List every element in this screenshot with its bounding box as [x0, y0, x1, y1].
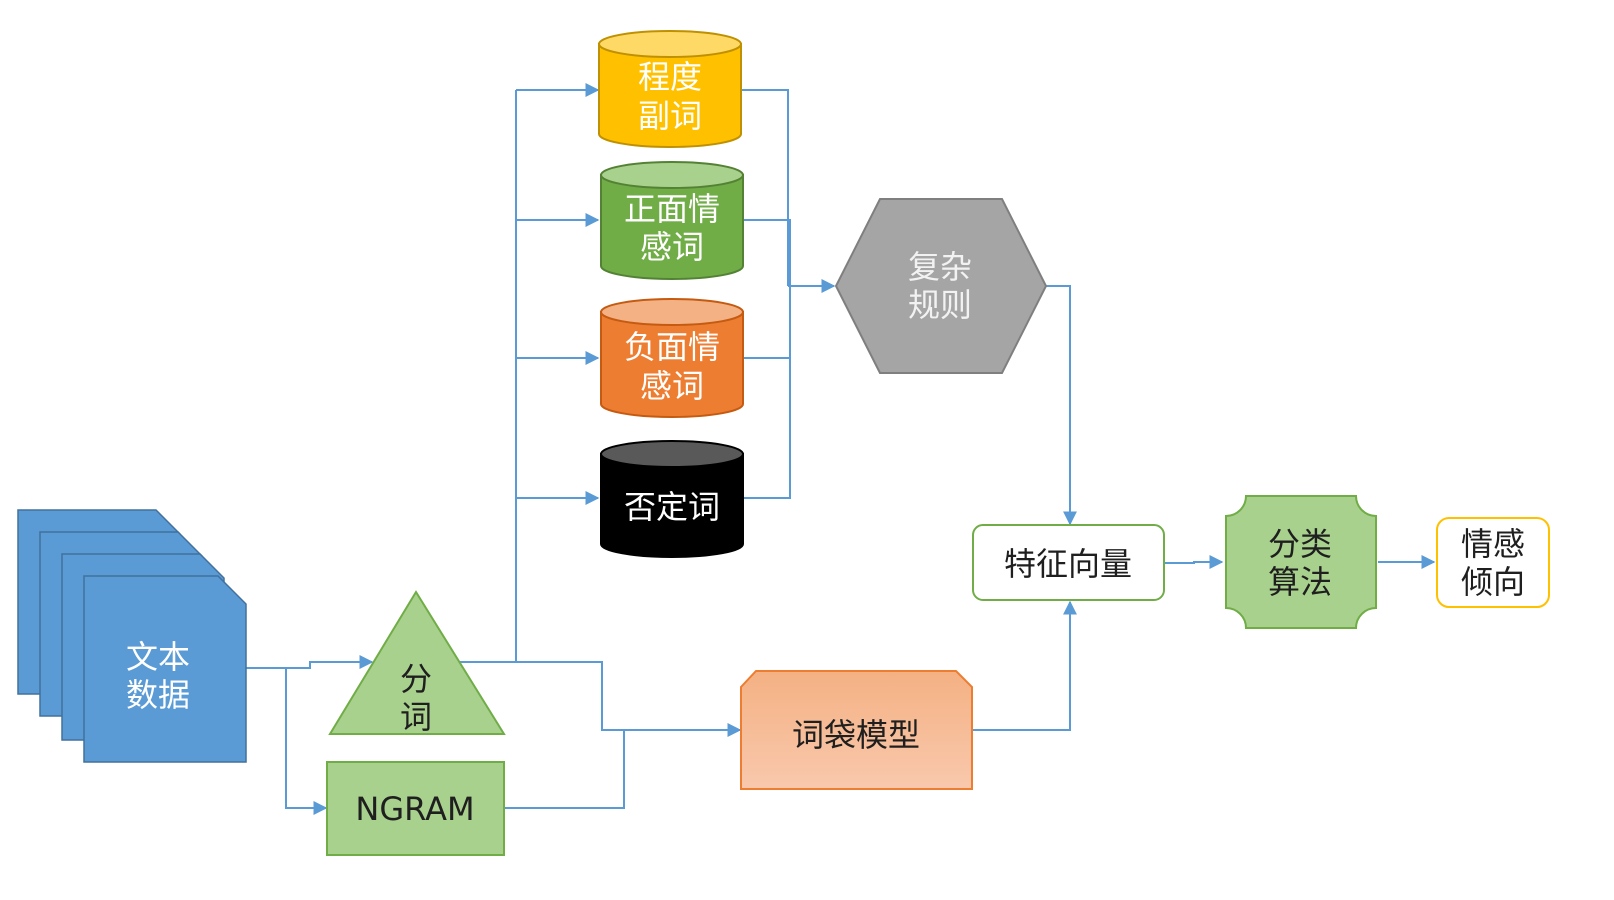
doc-page-4: [83, 575, 247, 763]
ngram-label: NGRAM: [355, 790, 474, 828]
connector-segment-to-bow: [516, 661, 742, 737]
connector-degree-adv-out: [742, 89, 789, 286]
connector-negative-out: [744, 286, 791, 359]
degree-adverb-cylinder-body: [598, 43, 742, 148]
ngram-node: NGRAM: [326, 761, 505, 856]
negative-words-node: 负面情 感词: [600, 298, 744, 418]
connector-positive-out: [744, 219, 791, 286]
connector-bow-to-feature: [972, 600, 1077, 731]
negation-label: 否定词: [624, 488, 720, 526]
feature-vector-node: 特征向量: [972, 524, 1165, 601]
classifier-node: 分类 算法: [1225, 495, 1377, 629]
complex-rules-label-1: 复杂: [908, 248, 972, 286]
text-data-label-1: 文本: [126, 638, 190, 676]
degree-adverb-label-2: 副词: [638, 97, 702, 135]
bag-of-words-node: 词袋模型: [740, 670, 973, 790]
positive-cylinder-top: [600, 161, 744, 189]
positive-cylinder-body: [600, 174, 744, 280]
feature-vector-box: [972, 524, 1165, 601]
sentiment-node: 情感 倾向: [1436, 517, 1550, 608]
segment-triangle: [328, 590, 506, 735]
bag-of-words-label: 词袋模型: [792, 716, 920, 754]
positive-label-2: 感词: [640, 228, 704, 266]
feature-vector-label: 特征向量: [1004, 545, 1132, 583]
classifier-label-1: 分类: [1268, 525, 1332, 563]
bag-of-words-box: [740, 670, 973, 790]
negative-label-2: 感词: [640, 367, 704, 405]
complex-rules-label-2: 规则: [908, 286, 972, 324]
degree-adverb-label-1: 程度: [638, 58, 702, 96]
ngram-box: [326, 761, 505, 856]
segment-label-1: 分: [400, 660, 432, 698]
complex-rules-node: 复杂 规则: [834, 198, 1048, 374]
negation-words-node: 否定词: [600, 440, 744, 558]
segment-node: 分 词: [328, 590, 506, 736]
text-data-label-2: 数据: [126, 676, 190, 714]
connector-ngram-to-bow: [504, 730, 625, 809]
sentiment-label-1: 情感: [1461, 525, 1525, 563]
complex-rules-hexagon: [834, 198, 1048, 374]
degree-adverb-cylinder-top: [598, 30, 742, 58]
segment-label-2: 词: [400, 698, 432, 736]
negative-cylinder-body: [600, 311, 744, 418]
classifier-label-2: 算法: [1268, 563, 1332, 601]
negative-cylinder-top: [600, 298, 744, 326]
sentiment-box: [1436, 517, 1550, 608]
connector-text-to-ngram: [285, 668, 328, 815]
sentiment-label-2: 倾向: [1461, 563, 1525, 601]
negation-cylinder-top: [600, 440, 744, 468]
classifier-plaque: [1225, 495, 1377, 629]
connector-negation-out: [744, 286, 791, 499]
connector-complex-to-feature: [1046, 285, 1077, 526]
connector-segment-trunk: [430, 90, 517, 663]
negative-label-1: 负面情: [624, 328, 720, 366]
connector-text-to-segment: [246, 655, 374, 669]
positive-words-node: 正面情 感词: [600, 161, 744, 280]
connector-feature-to-classifier: [1164, 555, 1224, 569]
positive-label-1: 正面情: [624, 190, 720, 228]
text-data-docs: 文本 数据: [17, 509, 247, 763]
degree-adverb-node: 程度 副词: [598, 30, 742, 148]
negation-cylinder-body: [600, 453, 744, 558]
